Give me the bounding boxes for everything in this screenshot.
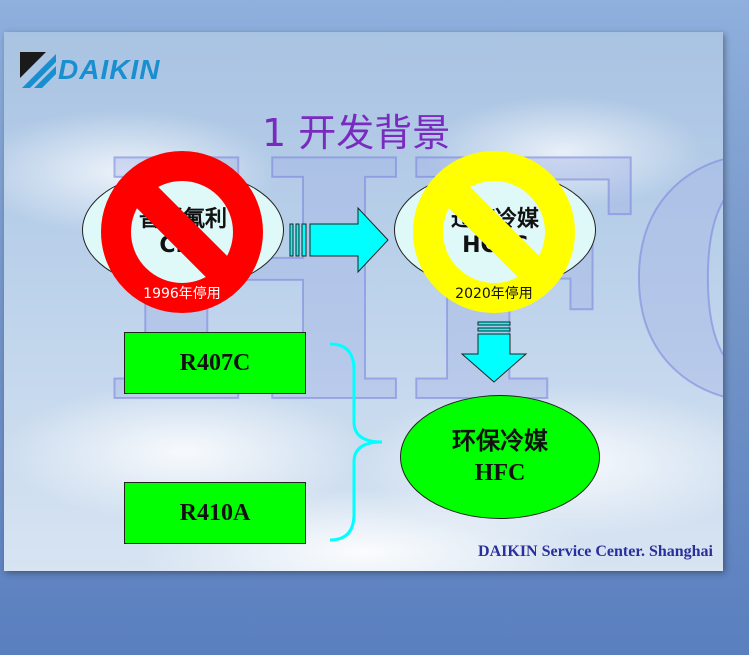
brace-icon	[329, 342, 383, 542]
hcfc-ban-icon	[413, 151, 575, 313]
daikin-logo: DAIKIN	[20, 48, 210, 92]
hfc-ellipse: 环保冷媒 HFC	[400, 395, 600, 519]
arrow-right-icon	[289, 206, 389, 274]
hcfc-banned-label: 2020年停用	[455, 286, 533, 302]
logo-text: DAIKIN	[58, 54, 161, 85]
logo-mark-icon	[20, 52, 56, 88]
cfc-ban-icon	[101, 151, 263, 313]
refrigerant-box-r410a: R410A	[124, 482, 306, 544]
refrigerant-box-r407c: R407C	[124, 332, 306, 394]
slide-title: 1 开发背景	[262, 111, 451, 155]
slide: HFC DAIKIN 1 开发背景 普通氟利 CFC 1996年停用 过渡冷媒 …	[4, 32, 723, 571]
hfc-line1: 环保冷媒	[452, 426, 548, 455]
footer-text: DAIKIN Service Center. Shanghai	[478, 543, 713, 560]
cfc-banned-label: 1996年停用	[143, 286, 221, 302]
arrow-down-icon	[460, 321, 528, 383]
hfc-line2: HFC	[474, 460, 526, 486]
